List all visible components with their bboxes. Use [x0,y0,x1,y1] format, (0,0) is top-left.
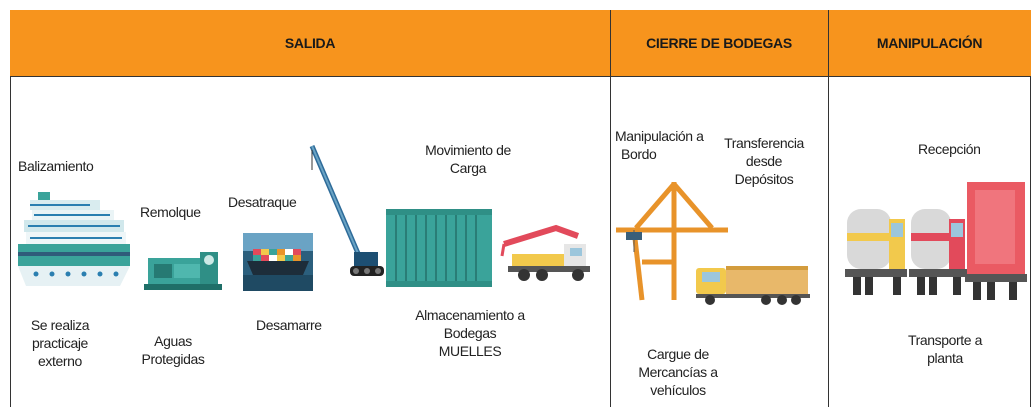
label-desatraque: Desatraque [228,194,297,210]
label-balizamiento: Balizamiento [18,158,94,174]
yellow-tanker-truck-icon [845,209,907,295]
header-manipulacion: MANIPULACIÓN [876,35,983,51]
column-divider [828,10,829,407]
pump-truck-icon [500,224,590,281]
flatbed-truck-icon [696,266,810,305]
label-remolque: Remolque [140,204,201,220]
header-cierre-de-bodegas: CIERRE DE BODEGAS [646,35,792,51]
cruise-ship-icon [18,192,130,286]
gantry-crane-icon [616,182,728,301]
header-bar: SALIDA CIERRE DE BODEGAS MANIPULACIÓN [10,10,1031,77]
generator-icon [144,252,222,290]
box-truck-icon [965,182,1027,300]
red-tanker-truck-icon [909,209,967,295]
label-recepcion: Recepción [918,141,981,157]
shipping-container-icon [386,209,492,287]
label-desamarre: Desamarre [256,317,322,333]
column-divider [610,10,611,407]
mobile-crane-icon [309,145,384,276]
header-salida: SALIDA [284,35,336,51]
container-ship-icon [243,233,313,291]
